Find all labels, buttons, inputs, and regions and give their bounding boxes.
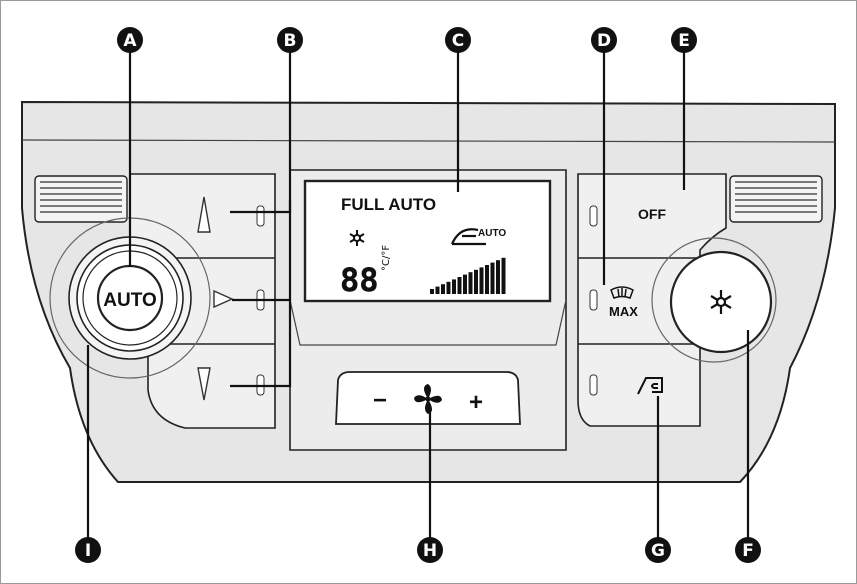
off-button[interactable]: OFF <box>589 205 666 227</box>
callout-i: I <box>75 537 101 563</box>
fan-icon <box>414 384 442 414</box>
callout-f: F <box>735 537 761 563</box>
left-vent-grille <box>34 175 128 223</box>
fan-speed-bar <box>468 272 473 294</box>
max-defrost-label: MAX <box>609 304 638 319</box>
callout-c-label: C <box>452 31 464 51</box>
air-distribution-icon <box>450 228 486 246</box>
right-vent-grille <box>729 175 823 223</box>
callout-d-label: D <box>597 31 611 51</box>
display-digits: 88 <box>340 261 379 299</box>
auto-button-label: AUTO <box>103 290 156 311</box>
off-button-label: OFF <box>638 206 666 222</box>
callout-h-label: H <box>423 541 437 561</box>
ac-knob <box>651 237 777 363</box>
temperature-down-icon <box>197 367 211 401</box>
windscreen-defrost-icon <box>610 286 634 299</box>
fan-speed-bar <box>463 274 467 294</box>
air-mode-label: AUTO <box>478 228 506 239</box>
display-mode-text: FULL AUTO <box>341 195 436 214</box>
fan-speed-bar <box>435 286 440 294</box>
fan-speed-bars <box>430 257 506 294</box>
recirculation-icon <box>637 377 663 395</box>
fan-speed-bar <box>479 267 484 294</box>
snowflake-icon <box>349 230 365 246</box>
callout-g-label: G <box>651 541 665 561</box>
lcd-display: FULL AUTO 88 °C/°F AUTO <box>303 179 552 303</box>
callout-b: B <box>277 27 303 53</box>
fan-speed-bar <box>446 281 451 294</box>
callout-b-label: B <box>284 31 297 51</box>
fan-decrease-button[interactable]: − <box>373 387 387 414</box>
callout-d: D <box>591 27 617 53</box>
callout-i-label: I <box>85 541 91 561</box>
recirculation-button[interactable] <box>589 374 663 396</box>
fan-speed-bar <box>430 289 434 294</box>
ac-snowflake-icon <box>710 290 732 314</box>
fan-speed-bar <box>452 279 456 294</box>
fan-speed-bar <box>485 265 489 294</box>
fan-speed-bar <box>457 277 462 294</box>
fan-speed-bar <box>490 262 495 294</box>
fan-speed-bar <box>441 284 445 294</box>
max-defrost-button[interactable]: MAX <box>589 286 638 319</box>
leader-lines <box>86 52 750 538</box>
callout-a-label: A <box>123 31 137 51</box>
fan-speed-bar <box>501 257 506 294</box>
callout-e-label: E <box>678 31 690 51</box>
callout-c: C <box>445 27 471 53</box>
fan-increase-button[interactable]: + <box>469 389 483 416</box>
display-unit: °C/°F <box>381 245 392 271</box>
temperature-up-icon <box>197 196 211 233</box>
callout-e: E <box>671 27 697 53</box>
fan-speed-bar <box>474 269 478 294</box>
callout-g: G <box>645 537 671 563</box>
auto-button[interactable]: AUTO <box>96 264 164 332</box>
ac-compressor-button[interactable] <box>669 250 773 354</box>
callout-f-label: F <box>742 541 754 561</box>
fan-speed-bar <box>496 260 500 294</box>
callout-a: A <box>117 27 143 53</box>
callout-h: H <box>417 537 443 563</box>
